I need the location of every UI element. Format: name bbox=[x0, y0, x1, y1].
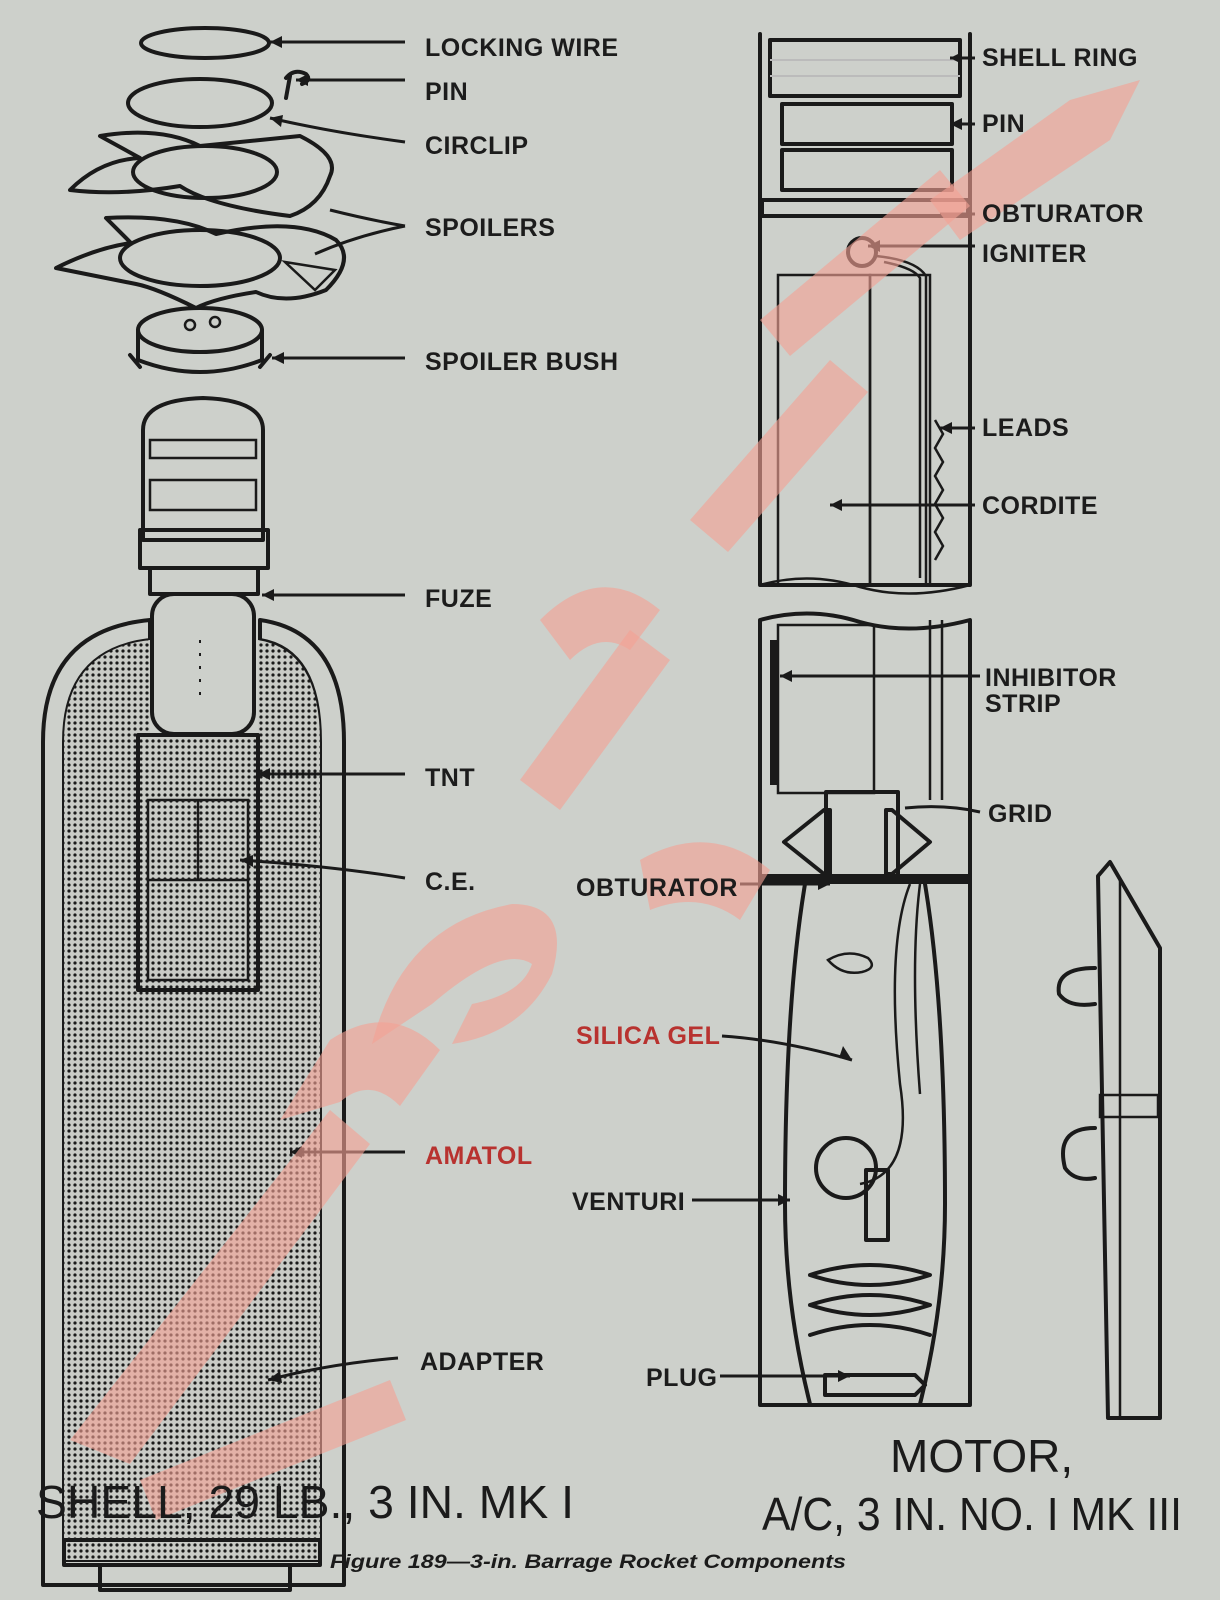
left-leaders bbox=[239, 36, 406, 1383]
label-circlip: CIRCLIP bbox=[425, 132, 529, 160]
label-spoiler-bush: SPOILER BUSH bbox=[425, 348, 619, 376]
label-ce: C.E. bbox=[425, 868, 476, 896]
label-inhibitor-line1: INHIBITOR bbox=[985, 664, 1117, 692]
shell-drawing bbox=[41, 26, 346, 1592]
silica-gel-bag bbox=[826, 952, 874, 974]
label-amatol: AMATOL bbox=[425, 1142, 533, 1170]
label-venturi: VENTURI bbox=[572, 1188, 685, 1216]
motor-tube-lower bbox=[758, 611, 972, 1407]
label-cordite: CORDITE bbox=[982, 492, 1098, 520]
venturi-wall-left bbox=[783, 882, 812, 1406]
side-view-strip bbox=[1056, 860, 1162, 1420]
obturator-mid-part bbox=[760, 874, 970, 884]
left-labels: LOCKING WIRE PIN CIRCLIP SPOILERS SPOILE… bbox=[420, 34, 619, 1376]
label-pin-left: PIN bbox=[425, 78, 468, 106]
label-tnt: TNT bbox=[425, 764, 475, 792]
spoilers-part bbox=[54, 130, 346, 310]
inhibitor-strip-part bbox=[770, 640, 778, 785]
right-leaders bbox=[692, 52, 981, 1382]
spoiler-bush-part bbox=[128, 306, 272, 374]
fuze-part bbox=[138, 396, 270, 736]
label-plug: PLUG bbox=[646, 1364, 717, 1392]
label-locking-wire: LOCKING WIRE bbox=[425, 34, 619, 62]
figure-caption: Figure 189—3-in. Barrage Rocket Componen… bbox=[330, 1552, 846, 1573]
label-silica-gel: SILICA GEL bbox=[576, 1022, 720, 1050]
watermark bbox=[70, 80, 1140, 1520]
base-plug bbox=[98, 1563, 292, 1592]
label-igniter: IGNITER bbox=[982, 240, 1087, 268]
leads-wire bbox=[933, 419, 945, 561]
plug-part bbox=[823, 1373, 927, 1397]
venturi-wall-right bbox=[918, 882, 947, 1406]
label-fuze: FUZE bbox=[425, 585, 492, 613]
label-leads: LEADS bbox=[982, 414, 1069, 442]
label-inhibitor-line2: STRIP bbox=[985, 690, 1061, 718]
label-spoilers: SPOILERS bbox=[425, 214, 555, 242]
label-obturator-mid: OBTURATOR bbox=[576, 874, 738, 902]
motor-title-line1: MOTOR, bbox=[890, 1430, 1073, 1482]
shell-title: SHELL, 29 LB., 3 IN. MK I bbox=[36, 1476, 574, 1528]
label-adapter: ADAPTER bbox=[420, 1348, 544, 1376]
label-shell-ring: SHELL RING bbox=[982, 44, 1138, 72]
right-labels: SHELL RING PIN OBTURATOR IGNITER LEADS C… bbox=[572, 44, 1144, 1392]
label-pin-right: PIN bbox=[982, 110, 1025, 138]
label-grid: GRID bbox=[988, 800, 1053, 828]
locking-wire-ring bbox=[139, 26, 271, 60]
label-obturator-top: OBTURATOR bbox=[982, 200, 1144, 228]
circlip-ring bbox=[126, 77, 274, 129]
motor-title-line2: A/C, 3 IN. NO. I MK III bbox=[762, 1488, 1182, 1540]
